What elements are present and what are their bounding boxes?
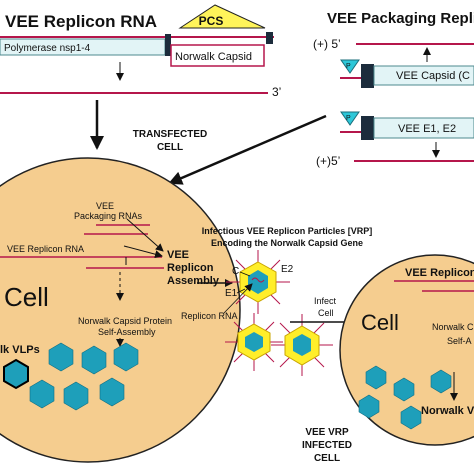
infected-self-label: Self-A <box>447 336 472 346</box>
infect-label-2: Cell <box>318 308 334 318</box>
infected-label-1: VEE VRP <box>305 427 349 438</box>
vlp-hexagon-icon <box>48 342 74 372</box>
transfected-label-1: TRANSFECTED <box>133 129 207 140</box>
vrp-particle-icon-2 <box>225 313 283 371</box>
packaging-rnas-label-1: VEE <box>96 201 114 211</box>
subgenomic-promoter-block <box>165 34 171 56</box>
vrp-c-label: C <box>232 266 239 277</box>
vrp-e1-label: E1 <box>225 288 238 299</box>
replicon-to-assembly-arrow <box>123 245 163 259</box>
packaging-plus5-top: (+) 5’ <box>313 37 341 51</box>
three-prime-label: 3’ <box>272 85 281 99</box>
self-assembly-label-1: Norwalk Capsid Protein <box>78 316 172 326</box>
transfected-cell-label: Cell <box>4 282 49 312</box>
vee-capsid-label: VEE Capsid (C <box>396 70 470 82</box>
vlp-cluster-right <box>358 365 452 430</box>
assembly-label-2: Replicon <box>167 262 214 274</box>
vlps-label: lk VLPs <box>0 344 40 356</box>
packaging-rnas-label-2: Packaging RNAs <box>74 211 143 221</box>
infected-label-3: CELL <box>314 453 340 464</box>
packaging-junction-top <box>361 64 374 88</box>
transfected-cell <box>0 157 241 463</box>
vlp-cluster-left <box>3 342 139 411</box>
vrp-e2-label: E2 <box>281 264 294 275</box>
norwalk-capsid-gene-box <box>170 44 265 67</box>
transfected-label-2: CELL <box>157 142 183 153</box>
transfection-arrow-right <box>168 114 327 185</box>
infected-vlps-label: Norwalk VL <box>421 405 474 417</box>
vrp-replicon-rna-leader <box>223 283 253 314</box>
self-assembly-label-2: Self-Assembly <box>98 327 156 337</box>
vlp-hexagon-icon <box>430 369 452 394</box>
vlp-hexagon-icon <box>3 358 29 390</box>
packaging-to-assembly-arrow <box>126 218 164 252</box>
infected-replicon-label: VEE Replicon <box>405 267 474 279</box>
assembly-label-1: VEE <box>167 249 189 261</box>
norwalk-capsid-label: Norwalk Capsid <box>175 51 252 63</box>
vlp-hexagon-icon <box>365 365 387 390</box>
vrp-title-2: Encoding the Norwalk Capsid Gene <box>211 238 363 248</box>
vlp-hexagon-icon <box>400 405 422 430</box>
packaging-plus5-bottom: (+)5’ <box>316 154 340 168</box>
packaging-title: VEE Packaging Replic <box>327 10 474 27</box>
three-prime-block <box>266 32 273 44</box>
infected-cell-label: Cell <box>361 310 399 335</box>
vrp-title-1: Infectious VEE Replicon Particles [VRP] <box>202 226 373 236</box>
vee-glycoprotein-label: VEE E1, E2 <box>398 123 456 135</box>
vlp-hexagon-icon <box>63 381 89 411</box>
vrp-c-leader <box>239 271 251 277</box>
vlp-hexagon-icon <box>393 377 415 402</box>
vrp-particle-icon <box>226 250 290 314</box>
vlp-hexagon-icon <box>99 377 125 407</box>
polymerase-label: Polymerase nsp1-4 <box>4 43 91 54</box>
promoter-triangle-icon <box>340 59 360 74</box>
infect-label-1: Infect <box>314 296 337 306</box>
cell-replicon-rna-label: VEE Replicon RNA <box>7 244 84 254</box>
infected-label-2: INFECTED <box>302 440 352 451</box>
vee-capsid-gene-box <box>373 65 474 86</box>
vlp-hexagon-icon <box>29 379 55 409</box>
vrp-replicon-rna-label: Replicon RNA <box>181 311 238 321</box>
vrp-e1-leader <box>236 288 246 294</box>
vlp-hexagon-icon <box>81 345 107 375</box>
vrp-particle-icon-3 <box>271 314 333 376</box>
promoter-label-bottom: P <box>346 115 351 122</box>
promoter-label-top: P <box>346 63 351 70</box>
vlp-hexagon-icon <box>358 394 380 419</box>
vee-glycoprotein-gene-box <box>373 117 474 139</box>
replicon-title: VEE Replicon RNA <box>5 12 157 31</box>
packaging-junction-bottom <box>361 116 374 140</box>
vlp-hexagon-icon <box>113 342 139 372</box>
infected-norwalk-label: Norwalk C <box>432 322 474 332</box>
pcs-label: PCS <box>199 14 224 28</box>
assembly-label-3: Assembly <box>167 275 220 287</box>
promoter-triangle-icon-2 <box>340 111 360 126</box>
pcs-triangle <box>178 4 266 29</box>
